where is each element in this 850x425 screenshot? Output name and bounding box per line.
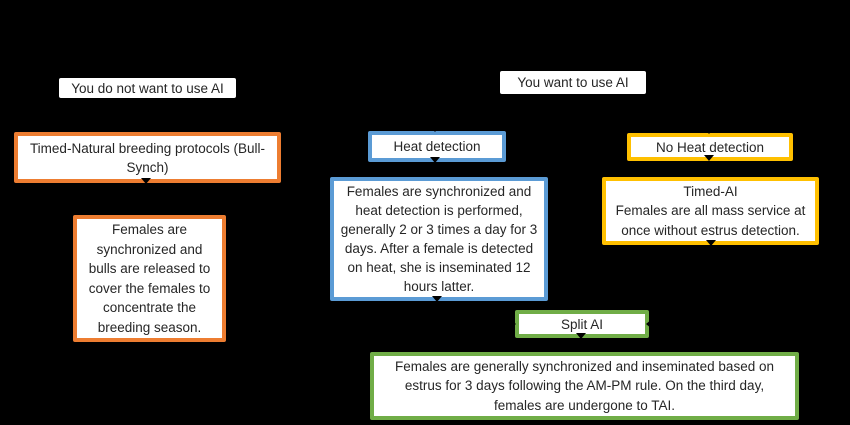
ai-label-text: You want to use AI — [517, 75, 629, 90]
arrowhead-down-icon — [704, 171, 714, 177]
timed-natural-header-text: Timed-Natural breeding protocols (Bull-S… — [29, 140, 266, 175]
arrowhead-down-icon — [142, 125, 152, 131]
split-ai-description-text: Females are generally synchronized and i… — [395, 358, 774, 413]
arrowhead-down-icon — [143, 209, 153, 215]
timed-natural-header: Timed-Natural breeding protocols (Bull-S… — [14, 132, 281, 183]
timed-natural-description-text: Females are synchronized and bulls are r… — [88, 222, 211, 335]
ai-label: You want to use AI — [500, 71, 646, 94]
arrowhead-down-icon — [141, 178, 151, 184]
timed-natural-description: Females are synchronized and bulls are r… — [73, 215, 226, 342]
arrowhead-down-icon — [432, 296, 442, 302]
heat-detection-description-text: Females are synchronized and heat detect… — [340, 184, 538, 294]
arrowhead-right-icon — [510, 319, 516, 329]
arrowhead-down-icon — [704, 155, 714, 161]
arrowhead-down-icon — [430, 157, 440, 163]
timed-ai-box: Timed-AI Females are all mass service at… — [602, 177, 819, 245]
split-ai-header-text: Split AI — [560, 316, 604, 332]
arrowhead-down-icon — [706, 240, 716, 246]
arrowhead-down-icon — [576, 333, 586, 339]
timed-ai-title: Timed-AI — [683, 183, 738, 199]
no-ai-label: You do not want to use AI — [59, 78, 236, 98]
arrowhead-left-icon — [646, 319, 652, 329]
heat-detection-description: Females are synchronized and heat detect… — [330, 177, 548, 301]
arrowhead-down-icon — [430, 171, 440, 177]
timed-ai-description: Females are all mass service at once wit… — [615, 203, 806, 238]
no-heat-detection-header-text: No Heat detection — [655, 139, 765, 155]
arrowhead-down-icon — [704, 128, 714, 134]
no-ai-label-text: You do not want to use AI — [71, 80, 224, 96]
heat-detection-header-text: Heat detection — [393, 139, 481, 154]
arrowhead-down-icon — [430, 126, 440, 132]
split-ai-description: Females are generally synchronized and i… — [370, 352, 799, 420]
arrowhead-down-icon — [575, 346, 585, 352]
